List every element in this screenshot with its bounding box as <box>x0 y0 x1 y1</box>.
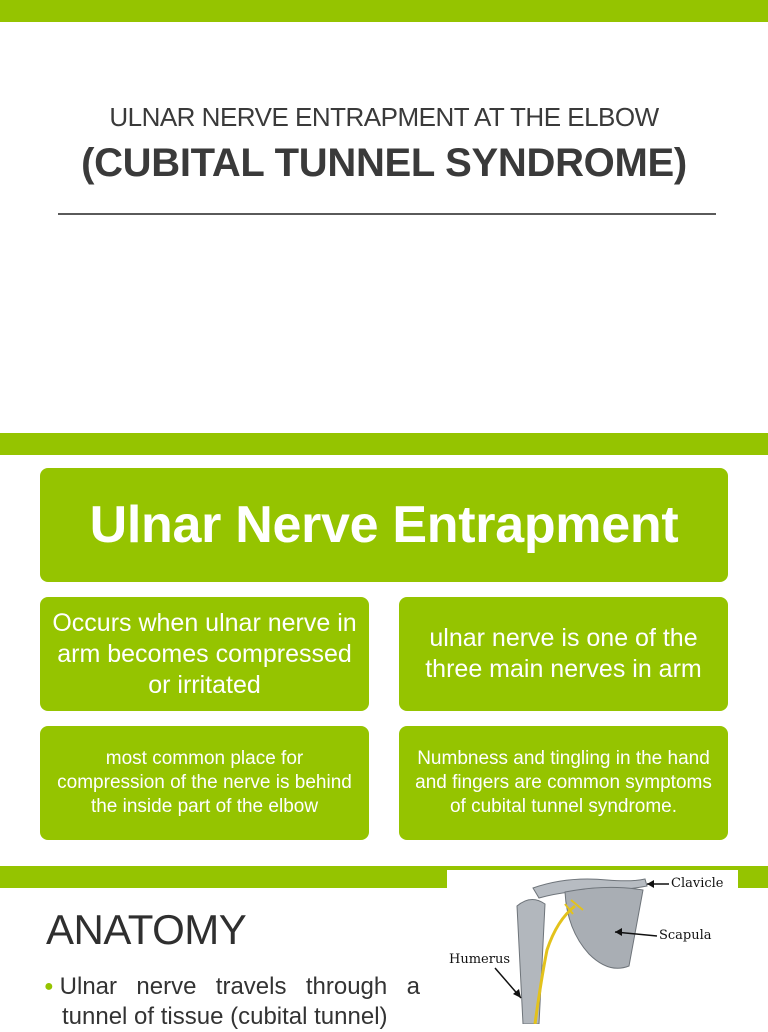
bullet-icon: ● <box>44 978 54 995</box>
label-scapula: Scapula <box>659 928 712 943</box>
slide2-title-card: Ulnar Nerve Entrapment <box>40 468 728 582</box>
humerus-arrowhead <box>513 989 521 998</box>
top-accent-band <box>0 0 768 22</box>
scapula-bone <box>564 886 644 969</box>
arm-bones-illustration <box>494 878 669 1024</box>
info-card-compression: Occurs when ulnar nerve in arm becomes c… <box>40 597 369 711</box>
humerus-bone <box>516 899 546 1024</box>
scapula-arrowhead <box>615 928 622 936</box>
clavicle-arrowhead <box>647 880 654 888</box>
info-card-main-nerves: ulnar nerve is one of the three main ner… <box>399 597 728 711</box>
anatomy-figure: Clavicle Scapula Humerus <box>447 870 738 1024</box>
slide1-title-line2: (CUBITAL TUNNEL SYNDROME) <box>81 141 687 185</box>
slide2-accent-band <box>0 433 768 455</box>
nerve-branches <box>564 899 584 915</box>
anatomy-heading: ANATOMY <box>46 906 247 953</box>
ulnar-nerve <box>533 904 576 1024</box>
bullet-text-line2: tunnel of tissue (cubital tunnel) <box>62 1003 388 1030</box>
info-card-symptoms: Numbness and tingling in the hand and fi… <box>399 726 728 840</box>
label-clavicle: Clavicle <box>671 876 724 891</box>
label-humerus: Humerus <box>449 952 510 967</box>
info-card-common-place: most common place for compression of the… <box>40 726 369 840</box>
slide1-title-line1: ULNAR NERVE ENTRAPMENT AT THE ELBOW <box>109 102 659 132</box>
title-divider <box>58 213 716 215</box>
